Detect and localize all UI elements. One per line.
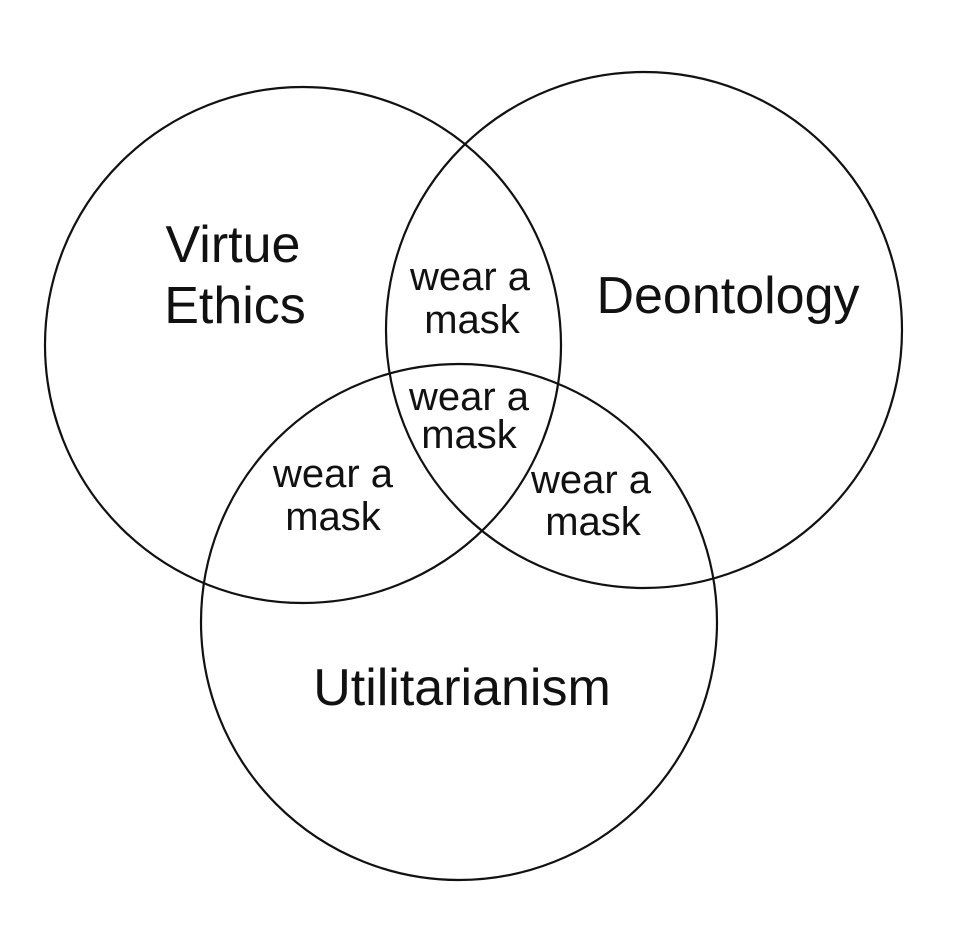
deontology-utilitarianism-overlap-line1: wear a [530, 458, 652, 502]
virtue-ethics-label-line1: Virtue [166, 216, 301, 274]
virtue-deontology-overlap-line2: mask [424, 298, 521, 342]
virtue-deontology-overlap-line1: wear a [409, 255, 531, 299]
utilitarianism-label: Utilitarianism [313, 659, 611, 717]
virtue-ethics-circle [43, 85, 563, 605]
deontology-utilitarianism-overlap-line2: mask [545, 500, 642, 544]
deontology-circle [384, 70, 904, 590]
virtue-utilitarianism-overlap-line1: wear a [272, 452, 394, 496]
all-three-overlap-line1: wear a [408, 375, 530, 419]
utilitarianism-circle [199, 362, 719, 882]
deontology-label: Deontology [596, 267, 859, 325]
virtue-ethics-label-line2: Ethics [164, 277, 306, 335]
all-three-overlap-line2: mask [421, 413, 518, 457]
virtue-utilitarianism-overlap-line2: mask [285, 495, 382, 539]
